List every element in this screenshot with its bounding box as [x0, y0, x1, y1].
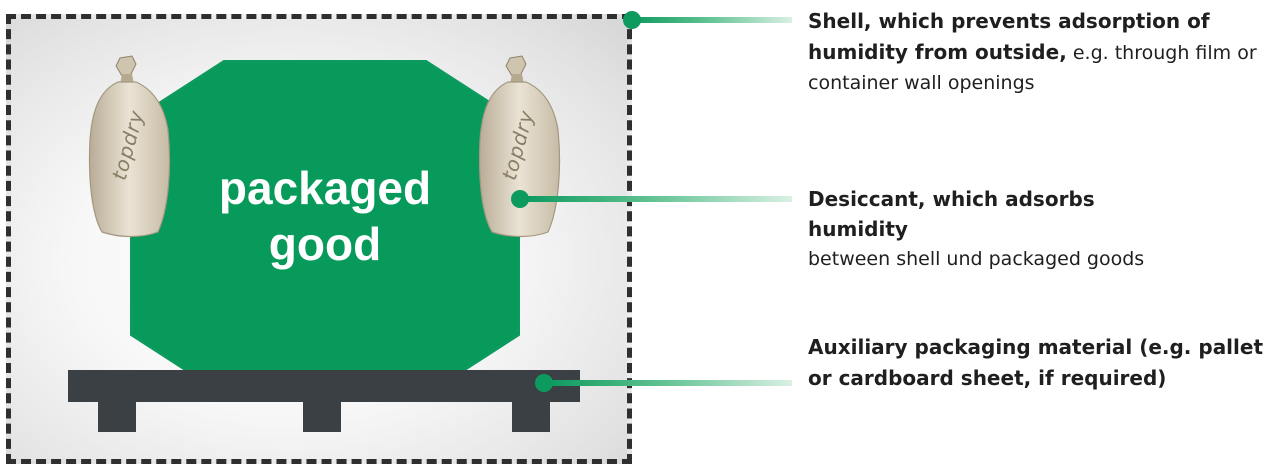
packaged-good-line1: packaged	[218, 162, 432, 214]
packaged-good-line2: good	[268, 218, 382, 270]
label-desiccant: Desiccant, which adsorbs humidity betwee…	[808, 184, 1188, 274]
leader-dot-shell	[623, 11, 641, 29]
pallet-foot-left	[98, 400, 136, 432]
pallet-foot-middle	[303, 400, 341, 432]
pallet-foot-right	[512, 400, 550, 432]
bag-text-right: topdry	[497, 107, 539, 183]
desiccant-bag-left-icon: topdry	[80, 50, 176, 240]
desiccant-bag-right-icon: topdry	[470, 50, 566, 240]
leader-line-shell	[632, 17, 792, 23]
leader-dot-desiccant	[511, 190, 529, 208]
bag-text-left: topdry	[107, 107, 149, 183]
label-auxiliary: Auxiliary packaging material (e.g. palle…	[808, 332, 1265, 410]
leader-dot-pallet	[535, 374, 553, 392]
label-desiccant-bold: Desiccant, which adsorbs humidity	[808, 187, 1095, 241]
label-auxiliary-bold: Auxiliary packaging material (e.g. palle…	[808, 335, 1264, 390]
leader-line-pallet	[548, 380, 792, 386]
packaged-good-label: packaged good	[130, 160, 520, 272]
label-shell: Shell, which prevents adsorption of humi…	[808, 6, 1258, 98]
label-shell-bold: Shell, which prevents adsorption of humi…	[808, 9, 1210, 64]
packaged-good-shape	[130, 60, 520, 396]
leader-line-desiccant	[524, 196, 792, 202]
label-shell-normal: e.g. through film or container wall open…	[808, 42, 1257, 94]
pallet	[68, 370, 580, 402]
label-desiccant-normal: between shell und packaged goods	[808, 248, 1145, 270]
